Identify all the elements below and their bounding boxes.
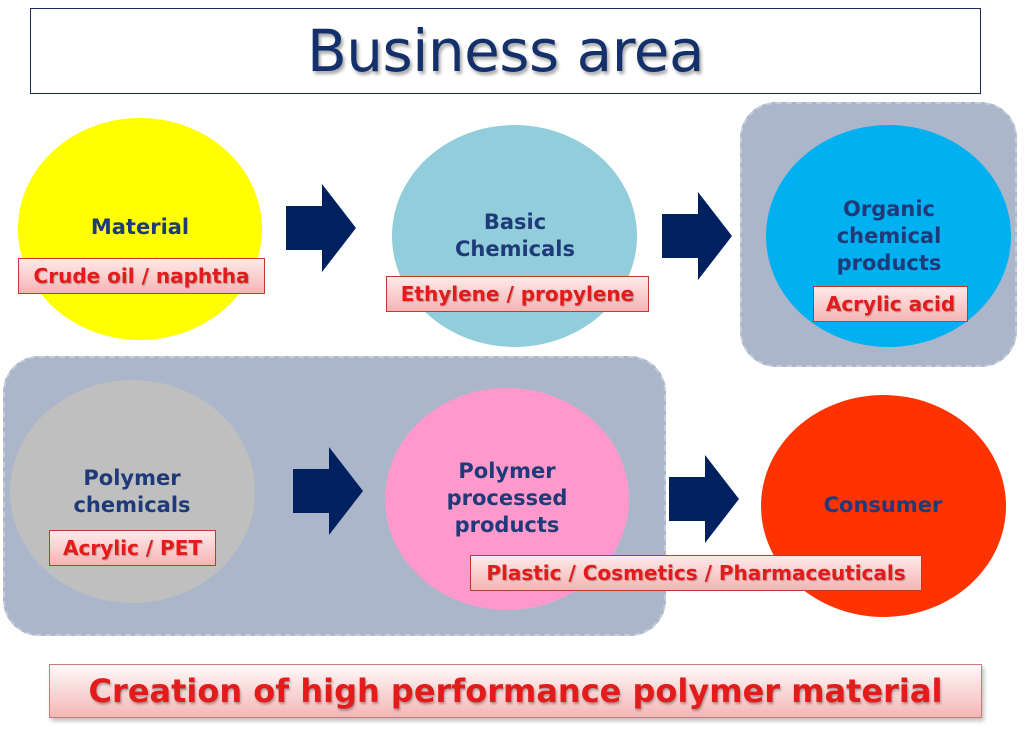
bottom-banner: Creation of high performance polymer mat… xyxy=(49,664,982,718)
polymer-chemicals-tag: Acrylic / PET xyxy=(49,530,216,566)
banner-text: Creation of high performance polymer mat… xyxy=(88,672,943,710)
material-tag: Crude oil / naphtha xyxy=(18,258,265,294)
polymer-chemicals-label: Polymer chemicals xyxy=(73,466,191,517)
page-title: Business area xyxy=(306,17,705,85)
arrow-right-icon xyxy=(286,184,356,272)
consumer-label: Consumer xyxy=(823,493,943,517)
material-circle xyxy=(18,118,262,340)
title-box: Business area xyxy=(30,8,981,94)
polymer-processed-label: Polymer processed products xyxy=(446,459,568,537)
basic-chemicals-tag: Ethylene / propylene xyxy=(386,276,649,312)
polymer-processed-tag: Plastic / Cosmetics / Pharmaceuticals xyxy=(470,555,922,591)
arrow-right-icon xyxy=(662,192,732,280)
material-label: Material xyxy=(90,215,190,239)
arrow-right-icon xyxy=(669,455,739,543)
organic-chemical-label: Organic chemical products xyxy=(836,197,942,275)
basic-chemicals-label: Basic Chemicals xyxy=(454,210,576,261)
arrow-right-icon xyxy=(293,447,363,535)
organic-chemical-tag: Acrylic acid xyxy=(813,286,968,322)
